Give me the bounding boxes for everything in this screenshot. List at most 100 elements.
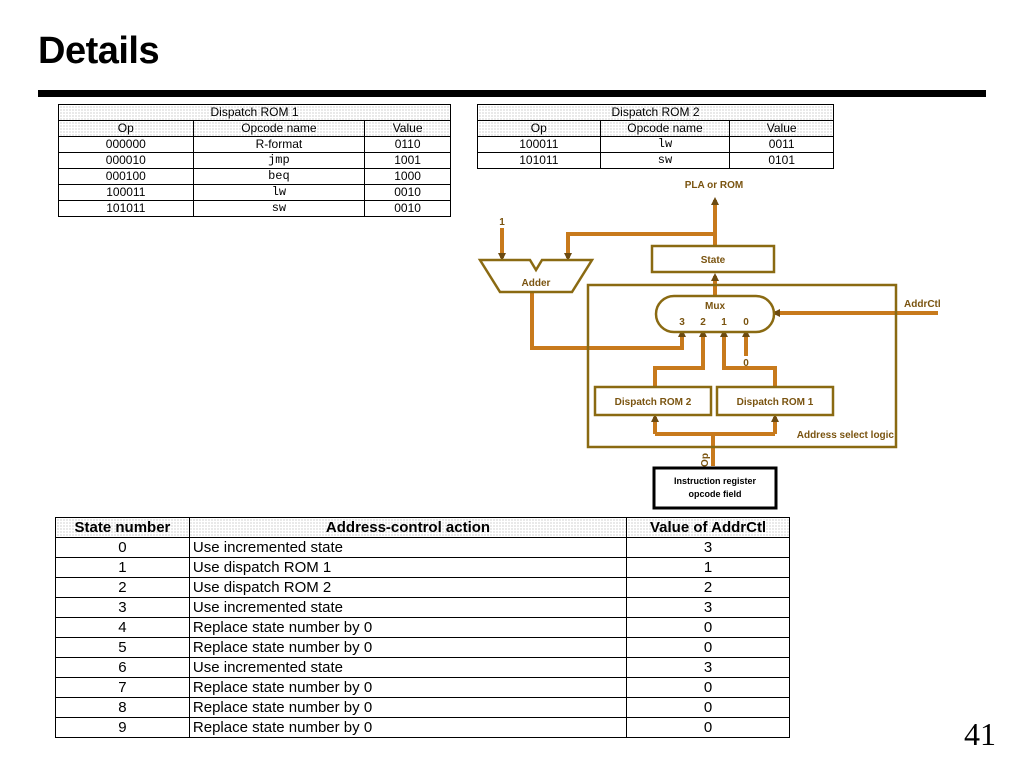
addrctl-label: AddrCtl (904, 299, 940, 310)
op-label: Op (700, 453, 711, 467)
instruction-register-box (652, 466, 778, 510)
action-cell: Replace state number by 0 (188, 677, 628, 698)
instruction-register-label-line1: Instruction register (674, 476, 757, 486)
value-cell: 1000 (364, 168, 451, 185)
op-cell: 101011 (477, 152, 601, 169)
column-header: State number (55, 517, 190, 538)
table-row: 000010 jmp 1001 (58, 152, 451, 169)
table-row: 101011 sw 0101 (477, 152, 834, 169)
column-header: Value (729, 120, 834, 137)
state-number-cell: 0 (55, 537, 190, 558)
op-cell: 100011 (477, 136, 601, 153)
action-cell: Replace state number by 0 (188, 697, 628, 718)
action-cell: Use dispatch ROM 1 (188, 557, 628, 578)
table-row: 3 Use incremented state 3 (55, 597, 790, 618)
addrctl-value-cell: 3 (626, 657, 790, 678)
wire-state-to-adder (564, 232, 715, 261)
value-cell: 0011 (729, 136, 834, 153)
table-row: 5 Replace state number by 0 0 (55, 637, 790, 658)
addrctl-value-cell: 1 (626, 557, 790, 578)
state-number-cell: 4 (55, 617, 190, 638)
dispatch-rom-1-label: Dispatch ROM 1 (737, 397, 814, 408)
table-row: 4 Replace state number by 0 0 (55, 617, 790, 638)
dispatch-rom-1-table: Dispatch ROM 1 Op Opcode name Value 0000… (58, 104, 451, 217)
table-row: 000100 beq 1000 (58, 168, 451, 185)
page-title: Details (38, 30, 160, 72)
state-number-cell: 7 (55, 677, 190, 698)
state-number-cell: 5 (55, 637, 190, 658)
state-register (650, 244, 776, 274)
column-header: Value of AddrCtl (626, 517, 790, 538)
table-row: 100011 lw 0011 (477, 136, 834, 153)
addrctl-value-cell: 3 (626, 537, 790, 558)
page-number: 41 (964, 716, 996, 752)
state-number-cell: 1 (55, 557, 190, 578)
state-number-cell: 9 (55, 717, 190, 738)
wire-adder-to-mux (530, 292, 686, 350)
addrctl-value-cell: 0 (626, 677, 790, 698)
column-header: Opcode name (599, 120, 731, 137)
wire-rom2-out (653, 329, 707, 387)
wire-rom1-out (720, 329, 777, 387)
table-row: 000000 R-format 0110 (58, 136, 451, 153)
action-cell: Use dispatch ROM 2 (188, 577, 628, 598)
opcode-name-cell: lw (192, 184, 366, 201)
mux-label: Mux (705, 301, 725, 312)
table-row: 101011 sw 0010 (58, 200, 451, 217)
table-caption: Dispatch ROM 2 (477, 104, 834, 121)
value-cell: 0110 (364, 136, 451, 153)
addrctl-value-cell: 2 (626, 577, 790, 598)
opcode-name-cell: lw (599, 136, 731, 153)
table-caption: Dispatch ROM 1 (58, 104, 451, 121)
action-cell: Use incremented state (188, 597, 628, 618)
addrctl-value-cell: 0 (626, 617, 790, 638)
adder-shape (477, 258, 595, 294)
opcode-name-cell: jmp (192, 152, 366, 169)
dispatch-rom-2-box (593, 385, 713, 417)
address-control-table: State number Address-control action Valu… (55, 517, 790, 738)
dispatch-rom-2-table: Dispatch ROM 2 Op Opcode name Value 1000… (477, 104, 834, 169)
op-cell: 100011 (58, 184, 194, 201)
addrctl-value-cell: 0 (626, 717, 790, 738)
address-select-logic-diagram: PLA or ROM 1 State Adder Mux 3 2 1 0 0 A… (477, 180, 940, 510)
dispatch-rom-2-label: Dispatch ROM 2 (615, 397, 692, 408)
state-label: State (701, 255, 726, 266)
column-header: Address-control action (188, 517, 628, 538)
table-row: 2 Use dispatch ROM 2 2 (55, 577, 790, 598)
adder-label: Adder (522, 278, 551, 289)
table-row: 8 Replace state number by 0 0 (55, 697, 790, 718)
table-row: 0 Use incremented state 3 (55, 537, 790, 558)
mux-input-3: 3 (679, 317, 685, 328)
mux-input-1: 1 (721, 317, 727, 328)
action-cell: Use incremented state (188, 537, 628, 558)
title-divider (38, 90, 986, 97)
value-cell: 1001 (364, 152, 451, 169)
op-cell: 101011 (58, 200, 194, 217)
mux-input-2: 2 (700, 317, 706, 328)
opcode-name-cell: sw (599, 152, 731, 169)
table-row: 9 Replace state number by 0 0 (55, 717, 790, 738)
value-cell: 0101 (729, 152, 834, 169)
table-row: 7 Replace state number by 0 0 (55, 677, 790, 698)
op-cell: 000010 (58, 152, 194, 169)
addrctl-value-cell: 0 (626, 697, 790, 718)
state-number-cell: 3 (55, 597, 190, 618)
state-number-cell: 8 (55, 697, 190, 718)
action-cell: Replace state number by 0 (188, 717, 628, 738)
value-cell: 0010 (364, 184, 451, 201)
address-select-logic-box (586, 283, 898, 449)
pla-rom-label: PLA or ROM (685, 180, 744, 191)
table-row: 1 Use dispatch ROM 1 1 (55, 557, 790, 578)
state-number-cell: 6 (55, 657, 190, 678)
instruction-register-label-line2: opcode field (688, 489, 741, 499)
address-select-logic-label: Address select logic (797, 430, 895, 441)
column-header: Value (364, 120, 451, 137)
action-cell: Replace state number by 0 (188, 617, 628, 638)
op-cell: 000000 (58, 136, 194, 153)
mux-shape (654, 294, 776, 334)
column-header: Op (58, 120, 194, 137)
table-row: 100011 lw 0010 (58, 184, 451, 201)
opcode-name-cell: beq (192, 168, 366, 185)
mux-input-0: 0 (743, 317, 749, 328)
addrctl-value-cell: 3 (626, 597, 790, 618)
